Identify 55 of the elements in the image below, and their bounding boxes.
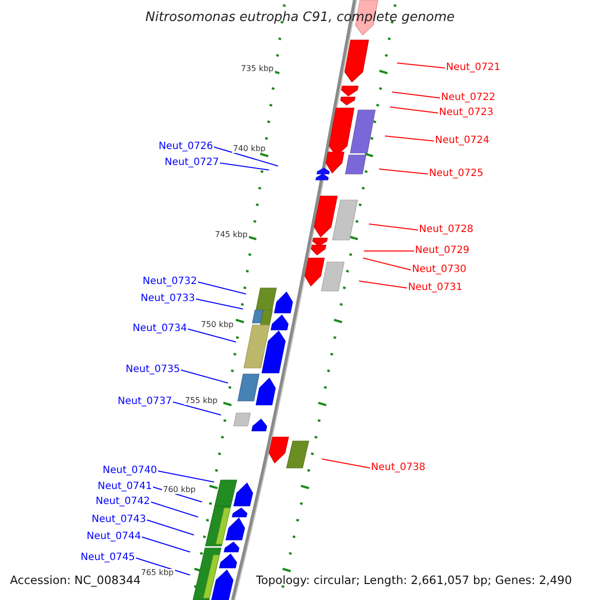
gene-label: Neut_0731	[408, 283, 462, 293]
footer-note: Topology: circular; Length: 2,661,057 bp; Genes: 2,490	[256, 575, 572, 586]
leader-line	[378, 168, 428, 174]
leader-line	[198, 282, 246, 294]
gene-label: Neut_0724	[435, 136, 490, 146]
leader-line	[362, 258, 412, 270]
footer-note: Accession: NC_008344	[10, 575, 141, 586]
gene-label: Neut_0742	[96, 497, 150, 507]
scale-label: 750 kbp	[200, 321, 235, 329]
gene-label: Neut_0740	[102, 466, 157, 476]
scale-label: 755 kbp	[184, 397, 219, 405]
leader-line	[180, 370, 228, 384]
leader-line	[220, 162, 270, 170]
leader-line	[146, 520, 194, 536]
scale-label: 765 kbp	[140, 569, 175, 577]
leader-line	[364, 250, 414, 252]
gene-label: Neut_0745	[80, 553, 135, 563]
leader-line	[358, 280, 408, 288]
leader-line	[214, 146, 278, 166]
gene-label: Neut_0726	[158, 142, 213, 152]
gene-label: Neut_0728	[419, 225, 474, 235]
leader-line	[188, 328, 236, 342]
scale-label: 745 kbp	[214, 231, 249, 239]
gene-label: Neut_0735	[126, 365, 180, 375]
gene-label: Neut_0744	[86, 532, 141, 542]
leader-line	[158, 470, 214, 482]
diagram-title: Nitrosomonas eutropha C91, complete genome	[144, 10, 456, 25]
leader-line	[384, 136, 434, 142]
gene-label: Neut_0725	[429, 169, 484, 179]
leader-line	[396, 62, 446, 68]
leader-line	[368, 224, 418, 230]
leader-line	[390, 106, 438, 114]
scale-label: 760 kbp	[162, 486, 197, 494]
gene-label: Neut_0738	[371, 463, 426, 473]
leader-line	[322, 458, 370, 468]
leader-line	[196, 298, 244, 310]
gene-label: Neut_0730	[412, 265, 466, 275]
leader-line	[150, 502, 198, 518]
leader-line	[392, 92, 440, 98]
leader-line	[172, 402, 222, 416]
leader-line	[136, 558, 190, 576]
gene-label: Neut_0729	[415, 246, 470, 256]
leader-line	[142, 536, 190, 552]
gene-label: Neut_0722	[441, 93, 496, 103]
gene-label: Neut_0743	[92, 515, 146, 525]
gene-label: Neut_0733	[140, 294, 195, 304]
gene-label: Neut_0737	[118, 397, 172, 407]
gene-label: Neut_0741	[98, 482, 152, 492]
gene-label: Neut_0721	[446, 63, 500, 73]
gene-label: Neut_0727	[164, 158, 219, 168]
scale-label: 740 kbp	[232, 145, 267, 153]
gene-label: Neut_0732	[142, 277, 197, 287]
gene-label: Neut_0723	[439, 108, 494, 118]
scale-label: 735 kbp	[240, 65, 275, 73]
gene-label: Neut_0734	[132, 324, 187, 334]
